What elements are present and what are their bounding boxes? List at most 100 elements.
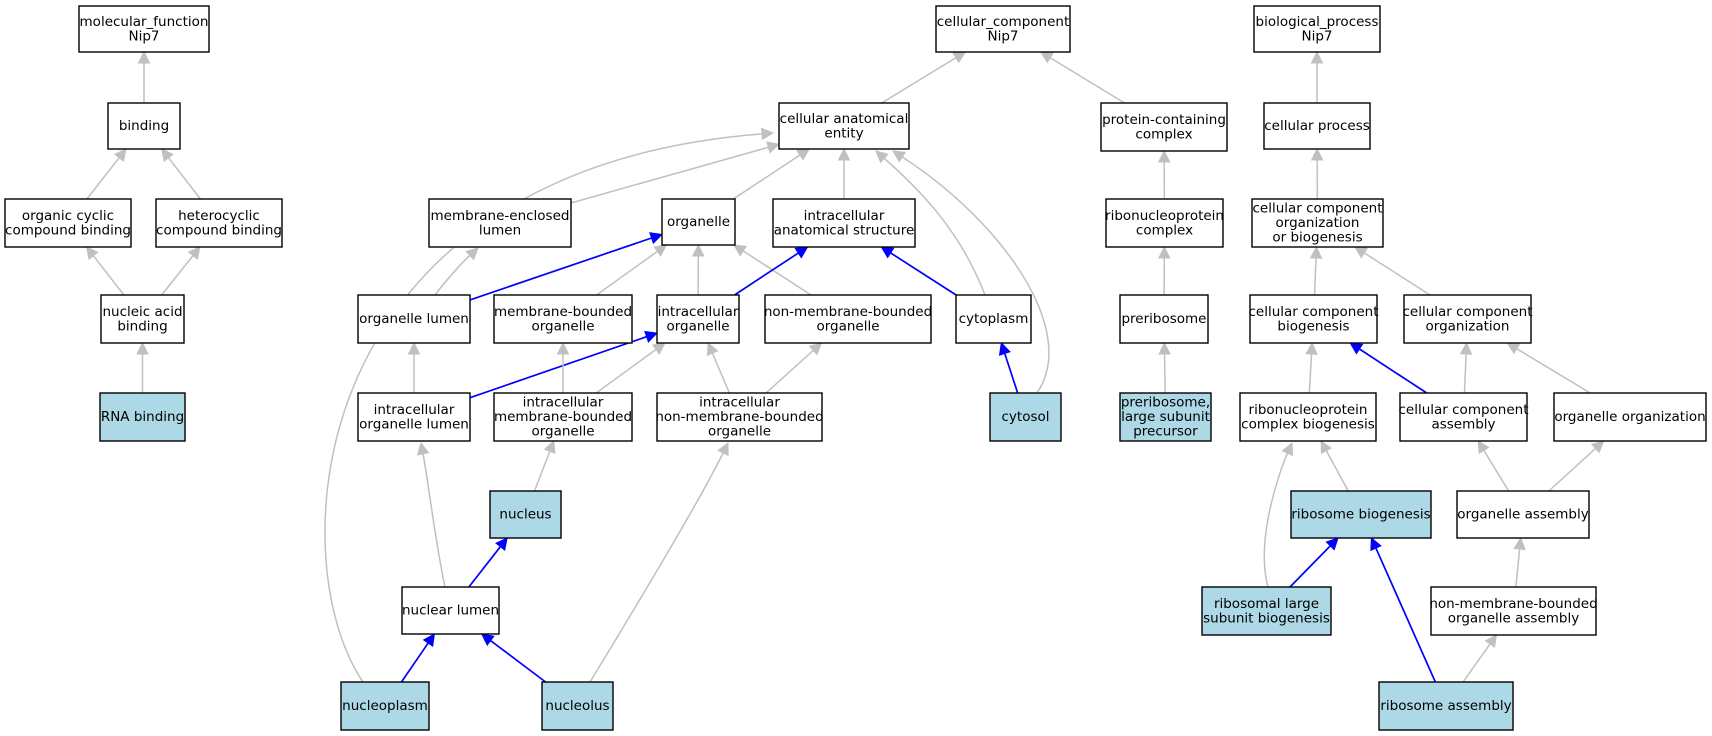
- edge-imbo-to-mbo: [556, 341, 570, 393]
- go-term-node-prerib[interactable]: preribosome: [1119, 294, 1209, 344]
- node-box-ccb: [1249, 294, 1378, 344]
- node-label-nab-line-1: binding: [117, 318, 167, 334]
- node-label-cp-line-0: cellular process: [1264, 118, 1370, 134]
- go-term-node-rnab[interactable]: RNA binding: [99, 392, 186, 442]
- node-label-nmboa-line-1: organelle assembly: [1448, 610, 1579, 626]
- go-term-node-organelle[interactable]: organelle: [661, 198, 736, 246]
- edge-iol-to-ol: [407, 341, 421, 393]
- edge-line-oa-to-cca: [1483, 449, 1510, 492]
- node-box-rnab: [99, 392, 186, 442]
- go-term-node-cp[interactable]: cellular process: [1263, 102, 1371, 150]
- node-label-cco-line-1: organization: [1426, 318, 1510, 334]
- node-label-inmbo-line-0: intracellular: [699, 395, 780, 411]
- edge-imbo-to-io: [595, 342, 666, 394]
- edge-hcb-to-binding: [161, 148, 202, 200]
- arrowhead-ol-to-mel: [465, 247, 479, 261]
- edge-line-riboa-to-ribob: [1375, 547, 1437, 683]
- node-label-mel-line-1: lumen: [479, 222, 521, 238]
- node-label-cca-line-1: assembly: [1431, 416, 1495, 432]
- node-label-hcb-line-0: heterocyclic: [178, 208, 260, 224]
- edge-nucleolus-to-inmbo: [589, 441, 729, 683]
- go-term-node-riboa[interactable]: ribosome assembly: [1378, 681, 1514, 731]
- node-box-ol: [357, 294, 471, 344]
- node-label-cc_root-line-1: Nip7: [987, 28, 1018, 44]
- arrowhead-binding-to-mf_root: [137, 50, 151, 64]
- node-box-cae: [778, 102, 910, 150]
- node-label-nucleus-line-0: nucleus: [499, 507, 551, 523]
- node-label-binding-line-0: binding: [119, 118, 169, 134]
- node-box-nmbo: [764, 294, 932, 344]
- node-label-ias-line-0: intracellular: [804, 208, 885, 224]
- arrowhead-ccob-to-cp: [1310, 147, 1324, 161]
- arrowhead-hcb-to-binding: [161, 148, 174, 162]
- node-box-cca: [1399, 392, 1528, 442]
- edge-cyto-to-ias: [880, 246, 957, 296]
- node-label-nlumen-line-0: nuclear lumen: [402, 603, 499, 619]
- arrowhead-nmboa-to-oa: [1513, 536, 1526, 551]
- go-term-node-inmbo[interactable]: intracellularnon-membrane-boundedorganel…: [655, 392, 824, 442]
- arrowhead-ribob-to-rnpcb: [1320, 440, 1333, 455]
- arrowhead-cca-to-cco: [1459, 341, 1473, 355]
- arrowhead-cca-to-ccb: [1349, 342, 1364, 355]
- arrowhead-oa-to-cca: [1477, 440, 1490, 455]
- go-term-node-nucleus[interactable]: nucleus: [489, 490, 562, 539]
- arrowhead-mbo-to-organelle: [653, 244, 668, 257]
- node-box-organelle: [661, 198, 736, 246]
- node-label-preribl-line-0: preribosome,: [1121, 395, 1210, 411]
- node-box-riboa: [1378, 681, 1514, 731]
- edge-line-oa-to-oo: [1548, 447, 1597, 492]
- node-label-rnpcb-line-0: ribonucleoprotein: [1249, 402, 1368, 418]
- go-term-node-nlumen[interactable]: nuclear lumen: [401, 586, 500, 635]
- edge-cae-to-cc_root: [881, 51, 967, 104]
- arrowhead-imbo-to-mbo: [556, 341, 570, 355]
- edge-riboa-to-nmboa: [1462, 634, 1498, 683]
- go-term-node-cyto[interactable]: cytoplasm: [955, 294, 1032, 344]
- go-term-node-oo[interactable]: organelle organization: [1553, 392, 1707, 442]
- go-term-node-oa[interactable]: organelle assembly: [1456, 490, 1590, 539]
- edge-line-cyto-to-cae: [883, 157, 986, 296]
- arrowhead-nucleolus-to-nlumen: [480, 633, 495, 646]
- node-box-binding: [107, 102, 181, 150]
- edge-line-oo-to-cco: [1516, 348, 1591, 394]
- go-term-node-ribob[interactable]: ribosome biogenesis: [1290, 490, 1432, 539]
- go-term-node-ol[interactable]: organelle lumen: [357, 294, 471, 344]
- edge-nlumen-to-iol: [416, 441, 446, 588]
- go-term-node-nucleoplasm[interactable]: nucleoplasm: [340, 681, 430, 731]
- node-label-ias-line-1: anatomical structure: [774, 222, 915, 238]
- go-term-node-cytosol[interactable]: cytosol: [989, 392, 1062, 442]
- edge-line-cae-to-cc_root: [881, 57, 957, 104]
- node-label-nmboa-line-0: non-membrane-bounded: [1429, 596, 1597, 612]
- edge-ccb-to-ccob: [1309, 245, 1323, 296]
- node-label-nmbo-line-1: organelle: [816, 318, 879, 334]
- go-term-node-nucleolus[interactable]: nucleolus: [541, 681, 614, 731]
- go-term-node-binding[interactable]: binding: [107, 102, 181, 150]
- edge-line-cytosol-to-cyto: [1003, 353, 1019, 394]
- arrowhead-io-to-ias: [794, 246, 809, 259]
- node-label-iol-line-1: organelle lumen: [359, 416, 469, 432]
